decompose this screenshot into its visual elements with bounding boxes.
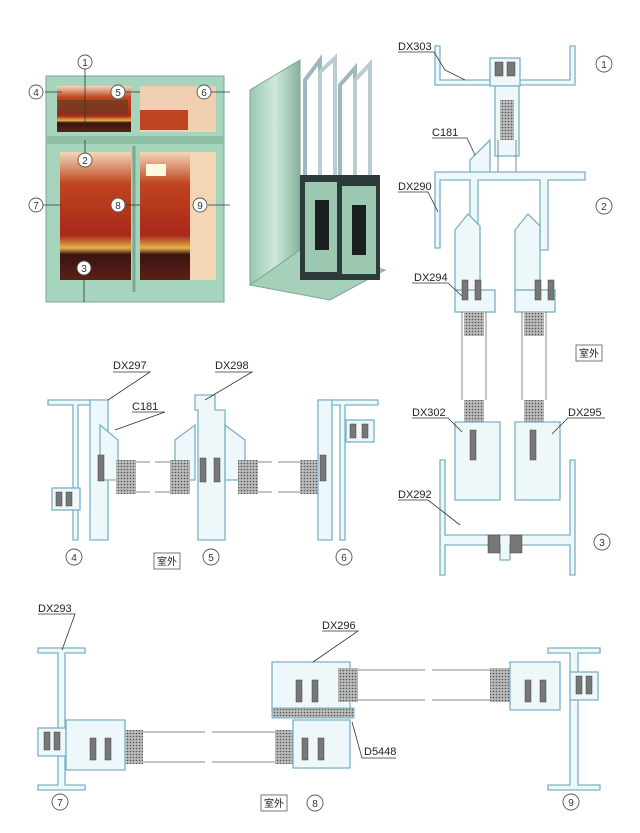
vertical-section <box>434 45 586 576</box>
profile-3d-render <box>248 53 387 301</box>
marker-5-section: 5 <box>208 553 214 564</box>
label-dx292: DX292 <box>398 489 432 501</box>
transom-section-labels: DX297 DX298 C181 4 5 6 室外 <box>65 360 353 570</box>
marker-3-section: 3 <box>599 538 605 549</box>
label-dx302: DX302 <box>412 407 446 419</box>
label-dx297: DX297 <box>113 360 147 372</box>
marker-6-section: 6 <box>341 553 347 564</box>
sash-section-labels: DX293 DX296 D5448 7 8 9 室外 <box>38 603 580 812</box>
photo-markers: 1 2 3 4 5 6 7 8 9 <box>28 54 230 302</box>
marker-8: 8 <box>115 201 121 212</box>
window-photo <box>45 75 225 303</box>
label-dx294: DX294 <box>414 272 448 284</box>
label-dx295: DX295 <box>568 407 602 419</box>
marker-2-section: 2 <box>601 202 607 213</box>
marker-9-section: 9 <box>568 798 574 809</box>
outdoor-label-middle: 室外 <box>157 555 177 568</box>
label-dx293: DX293 <box>38 603 72 615</box>
outdoor-label-right: 室外 <box>579 347 599 360</box>
marker-6: 6 <box>201 88 207 99</box>
marker-5: 5 <box>115 88 121 99</box>
label-dx290: DX290 <box>398 181 432 193</box>
marker-4-section: 4 <box>71 553 77 564</box>
vertical-section-labels: DX303 C181 DX290 DX294 DX302 DX295 DX292… <box>398 41 613 551</box>
sash-section <box>37 647 601 791</box>
label-d5448: D5448 <box>364 746 396 758</box>
outdoor-label-bottom: 室外 <box>264 797 284 810</box>
label-dx298: DX298 <box>215 360 249 372</box>
marker-3: 3 <box>81 264 87 275</box>
marker-1: 1 <box>82 58 88 69</box>
marker-8-section: 8 <box>312 799 318 810</box>
marker-4: 4 <box>33 88 39 99</box>
marker-1-section: 1 <box>601 60 607 71</box>
transom-section <box>47 394 379 541</box>
marker-7-section: 7 <box>57 798 63 809</box>
label-c181-right: C181 <box>432 127 458 139</box>
marker-2: 2 <box>82 156 88 167</box>
marker-9: 9 <box>197 201 203 212</box>
label-c181-middle: C181 <box>132 401 158 413</box>
label-dx296: DX296 <box>322 620 356 632</box>
marker-7: 7 <box>33 201 39 212</box>
label-dx303: DX303 <box>398 41 432 53</box>
